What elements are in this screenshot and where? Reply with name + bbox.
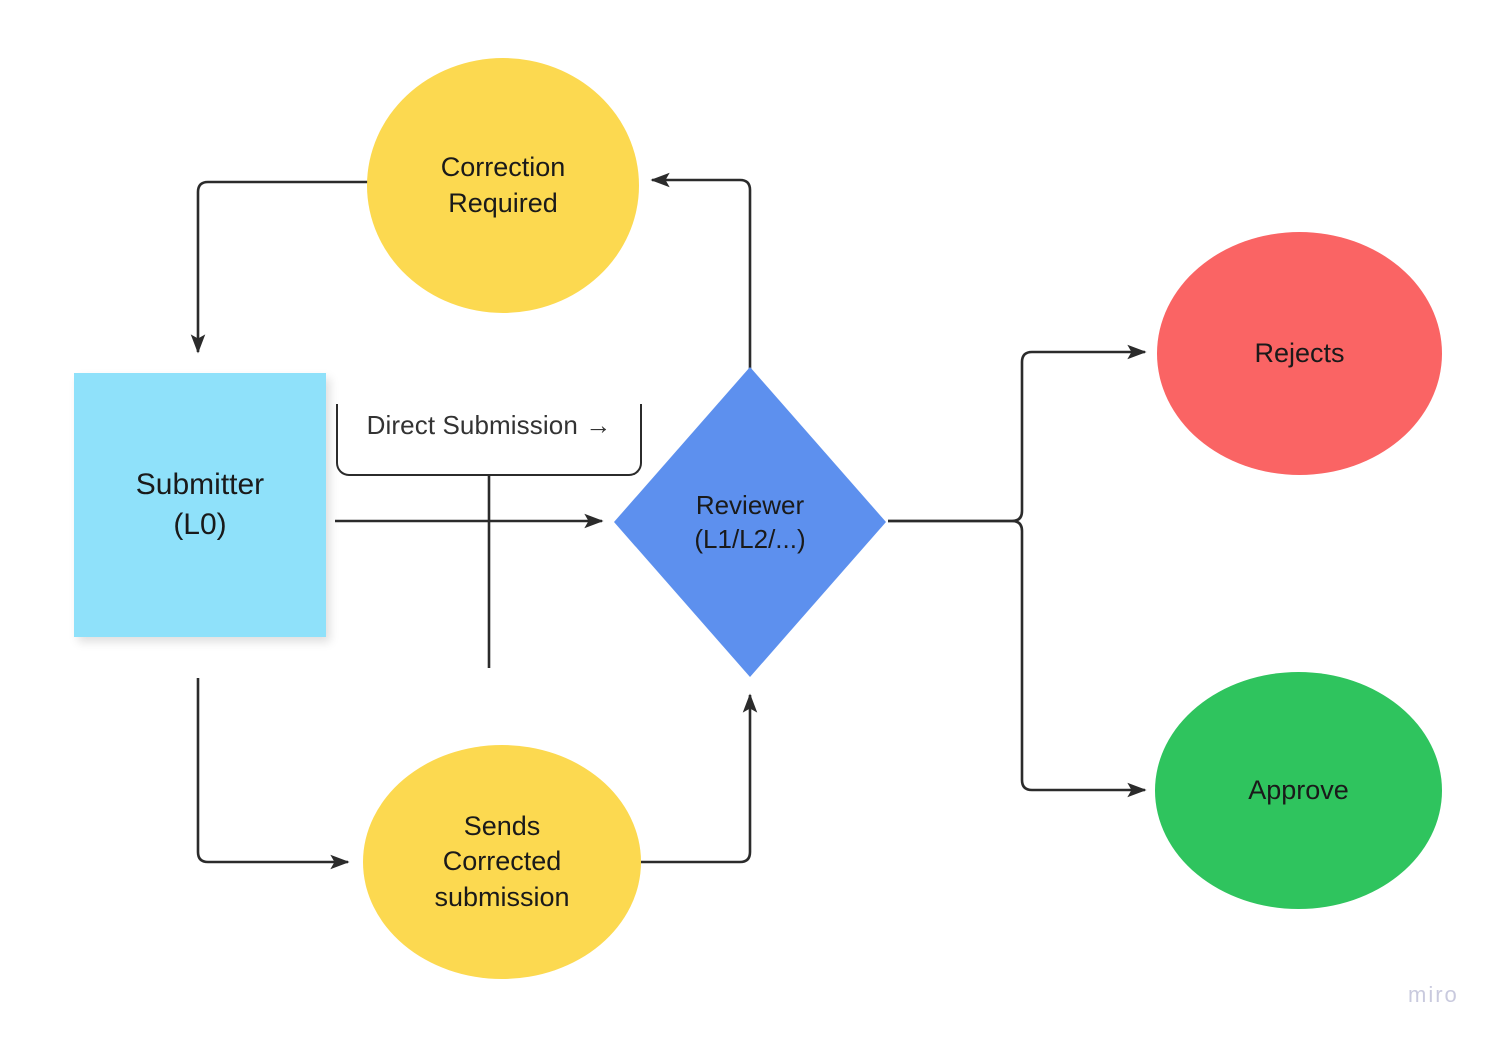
node-reviewer[interactable]: Reviewer (L1/L2/...) <box>614 367 886 677</box>
edge-reviewer-to-approve <box>888 519 1147 798</box>
node-submitter[interactable]: Submitter (L0) <box>74 373 326 637</box>
edge-label-direct-submission-text: Direct Submission → <box>366 410 612 440</box>
node-sends-corrected-submission-label: Sends Corrected submission <box>434 810 570 912</box>
node-submitter-label: Submitter (L0) <box>135 468 265 541</box>
node-correction-required[interactable]: Correction Required <box>367 58 639 313</box>
node-reviewer-label: Reviewer (L1/L2/...) <box>694 489 806 554</box>
node-correction-required-label: Correction Required <box>440 151 566 218</box>
node-rejects[interactable]: Rejects <box>1157 232 1442 475</box>
node-sends-corrected-submission[interactable]: Sends Corrected submission <box>363 745 641 979</box>
edge-submitter-to-sends-corrected <box>196 678 350 870</box>
node-approve-label: Approve <box>1248 774 1349 805</box>
miro-watermark: miro <box>1408 982 1459 1007</box>
node-rejects-label: Rejects <box>1254 337 1345 368</box>
edge-label-direct-submission[interactable]: Direct Submission → <box>336 404 642 476</box>
edge-sends-corrected-to-reviewer <box>640 693 758 864</box>
edge-reviewer-to-correction <box>650 172 752 370</box>
node-approve[interactable]: Approve <box>1155 672 1442 909</box>
edge-correction-to-submitter <box>190 180 372 354</box>
edge-reviewer-to-rejects <box>888 344 1147 523</box>
